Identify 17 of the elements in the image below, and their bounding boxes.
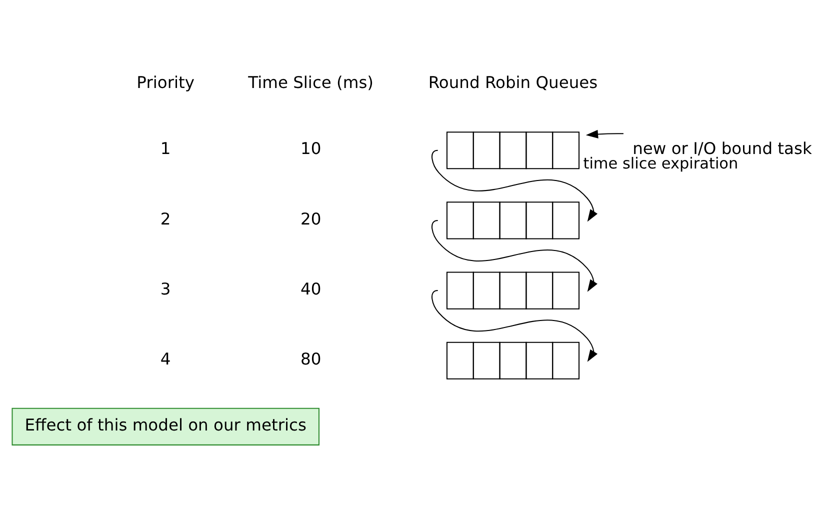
label: 40 xyxy=(300,278,322,298)
label: Round Robin Queues xyxy=(428,72,598,92)
node-box: Effect of this model on our metrics xyxy=(12,407,320,445)
label: 2 xyxy=(160,208,171,228)
label: 1 xyxy=(160,138,171,158)
label: Priority xyxy=(136,72,195,92)
arrow xyxy=(586,129,624,138)
arrow xyxy=(432,219,598,292)
node-text: new or I/O bound task xyxy=(632,138,812,158)
label: 10 xyxy=(300,138,322,158)
label: 3 xyxy=(160,278,171,298)
label: 20 xyxy=(300,208,322,228)
arrow xyxy=(432,290,598,362)
arrow xyxy=(432,149,598,222)
label: 80 xyxy=(300,348,322,368)
label: 4 xyxy=(160,348,171,368)
label: Time Slice (ms) xyxy=(248,72,374,92)
